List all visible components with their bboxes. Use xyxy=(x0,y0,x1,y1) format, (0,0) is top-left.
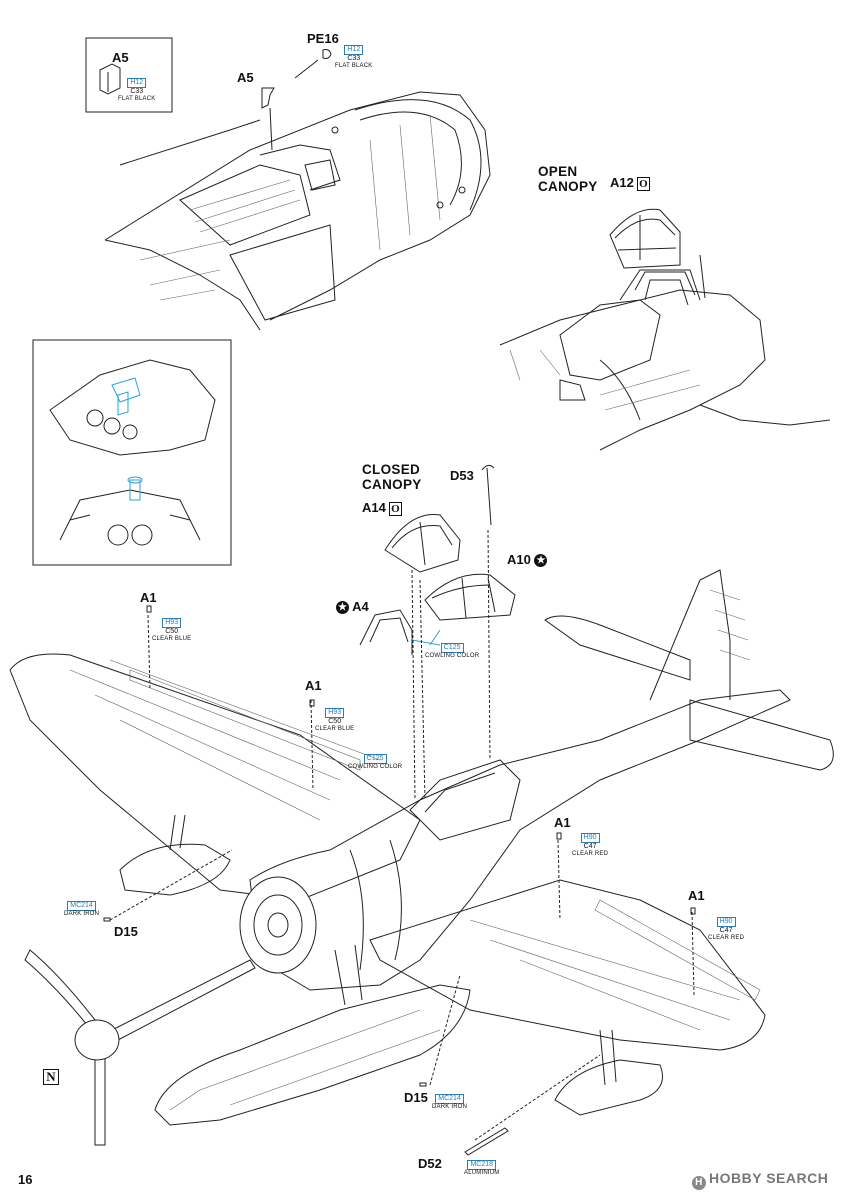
paint-code-h: H93 xyxy=(325,708,345,718)
paint-code-c: C125 xyxy=(440,643,464,653)
paint-name: CLEAR RED xyxy=(572,851,609,857)
closed-canopy-parts xyxy=(359,464,516,655)
watermark-text: HOBBY SEARCH xyxy=(709,1170,829,1186)
paint-name: DARK IRON xyxy=(432,1104,468,1110)
open-position-icon: O xyxy=(388,501,402,516)
paint-callout-canopy: C125 COWLING COLOR xyxy=(425,641,479,660)
paint-name: FLAT BLACK xyxy=(335,63,373,69)
paint-code-h: H90 xyxy=(716,917,736,927)
paint-name: DARK IRON xyxy=(64,911,100,917)
star-variant-icon: ★ xyxy=(336,601,349,615)
paint-code-h: H12 xyxy=(344,45,364,55)
paint-name: CLEAR BLUE xyxy=(152,636,192,642)
paint-callout-a5-inset: H12 C33 FLAT BLACK xyxy=(118,76,155,103)
part-a10-text: A10 xyxy=(507,552,531,567)
paint-callout-a1-left: H93 C50 CLEAR BLUE xyxy=(152,616,191,643)
paint-callout-d52: MC218 ALUMINIUM xyxy=(464,1158,499,1177)
paint-code-h: H90 xyxy=(580,833,600,843)
page-number: 16 xyxy=(18,1172,33,1187)
part-d15-left-label: D15 xyxy=(114,924,138,939)
paint-code-h: H12 xyxy=(127,78,147,88)
paint-code-h: MC214 xyxy=(67,901,96,911)
paint-code-c: C50 xyxy=(165,628,179,635)
paint-name: ALUMINIUM xyxy=(464,1170,500,1176)
part-a1-right1-label: A1 xyxy=(554,815,571,830)
paint-name: COWLING COLOR xyxy=(425,653,480,659)
paint-code-c: C47 xyxy=(583,843,597,850)
part-a1-mid-label: A1 xyxy=(305,678,322,693)
paint-callout-d15-left: MC214 DARK IRON xyxy=(64,899,99,918)
part-a14-text: A14 xyxy=(362,500,386,515)
part-a5-label: A5 xyxy=(237,70,254,85)
part-d15-bottom-label: D15 xyxy=(404,1090,428,1105)
paint-code-c: C47 xyxy=(719,927,733,934)
part-a1-right2-label: A1 xyxy=(688,888,705,903)
paint-callout-a1-right1: H90 C47 CLEAR RED xyxy=(572,831,608,858)
star-variant-icon: ★ xyxy=(534,554,548,568)
paint-callout-d15-bottom: MC214 DARK IRON xyxy=(432,1092,467,1111)
open-position-icon: O xyxy=(636,176,650,191)
part-d53-label: D53 xyxy=(450,468,474,483)
open-canopy-drawing xyxy=(499,208,831,451)
part-a4-text: A4 xyxy=(352,599,369,614)
paint-code-h: MC214 xyxy=(435,1094,464,1104)
symbol-n-box: N xyxy=(43,1069,59,1085)
main-airplane-drawing xyxy=(9,529,834,1156)
cockpit-fuselage-drawing xyxy=(104,49,491,331)
inset-cockpit-drawing xyxy=(49,359,216,546)
paint-callout-a1-mid: H93 C50 CLEAR BLUE xyxy=(315,706,354,733)
part-pe16-label: PE16 xyxy=(307,31,339,46)
paint-code-c: C125 xyxy=(363,754,387,764)
paint-code-c: C33 xyxy=(130,88,144,95)
part-a4-label: ★ A4 xyxy=(336,599,369,615)
closed-canopy-title-2: CANOPY xyxy=(362,477,422,492)
part-d52-label: D52 xyxy=(418,1156,442,1171)
paint-name: CLEAR RED xyxy=(708,935,745,941)
paint-name: COWLING COLOR xyxy=(348,764,403,770)
hobby-search-logo-icon: H xyxy=(692,1176,706,1190)
closed-canopy-title-1: CLOSED xyxy=(362,462,421,477)
paint-code-c: C33 xyxy=(347,55,361,62)
paint-callout-a1-right2: H90 C47 CLEAR RED xyxy=(708,915,744,942)
paint-code-h: H93 xyxy=(162,618,182,628)
paint-code-h: MC218 xyxy=(467,1160,497,1170)
paint-name: CLEAR BLUE xyxy=(315,726,355,732)
inset-a5-frame xyxy=(85,37,173,113)
open-canopy-title-1: OPEN xyxy=(538,164,578,179)
part-a10-label: A10 ★ xyxy=(507,552,548,568)
paint-name: FLAT BLACK xyxy=(118,96,156,102)
part-a1-left-label: A1 xyxy=(140,590,157,605)
paint-callout-pe16: H12 C33 FLAT BLACK xyxy=(335,43,372,70)
inset-cockpit-frame xyxy=(32,339,232,566)
part-a12-text: A12 xyxy=(610,175,634,190)
open-canopy-title-2: CANOPY xyxy=(538,179,598,194)
paint-code-c: C50 xyxy=(328,718,342,725)
paint-callout-cockpit: C125 COWLING COLOR xyxy=(348,752,402,771)
part-a5-inset-label: A5 xyxy=(112,50,129,65)
